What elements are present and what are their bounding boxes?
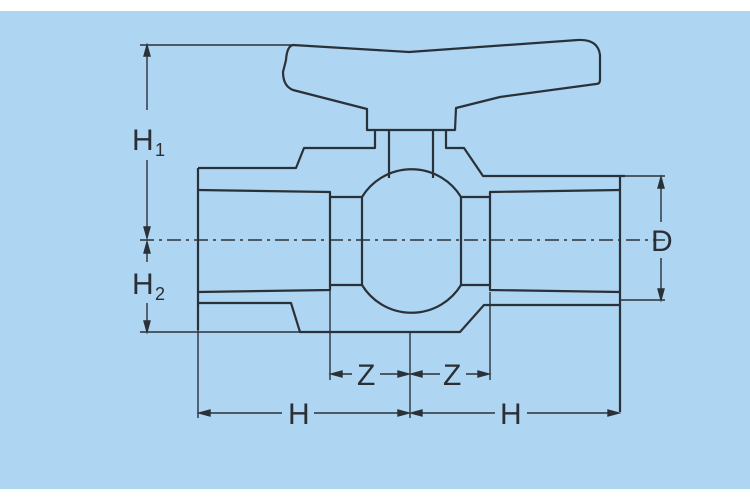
label-h-left: H: [288, 398, 310, 431]
body-bottom-left: [198, 301, 410, 334]
valve-handle: [281, 38, 602, 132]
label-h2-subscript: 2: [155, 284, 165, 304]
label-h1-subscript: 1: [155, 140, 165, 160]
label-h-right: H: [500, 398, 522, 431]
background-panel: [0, 11, 750, 489]
label-z-right: Z: [443, 359, 461, 392]
label-z-left: Z: [357, 359, 375, 392]
left-seat: [330, 195, 364, 287]
right-socket: [488, 188, 621, 294]
right-seat: [459, 195, 490, 287]
ball-bottom: [361, 284, 462, 314]
valve-outline: [196, 38, 625, 412]
bonnet-left: [198, 130, 377, 170]
dimension-lines: [140, 42, 665, 418]
left-socket: [197, 188, 332, 294]
label-h1: H: [132, 124, 154, 157]
bonnet-right: [444, 130, 625, 178]
label-h2: H: [132, 268, 154, 301]
ball: [361, 168, 462, 198]
body-bottom-right: [410, 303, 620, 334]
label-d: D: [651, 225, 673, 258]
